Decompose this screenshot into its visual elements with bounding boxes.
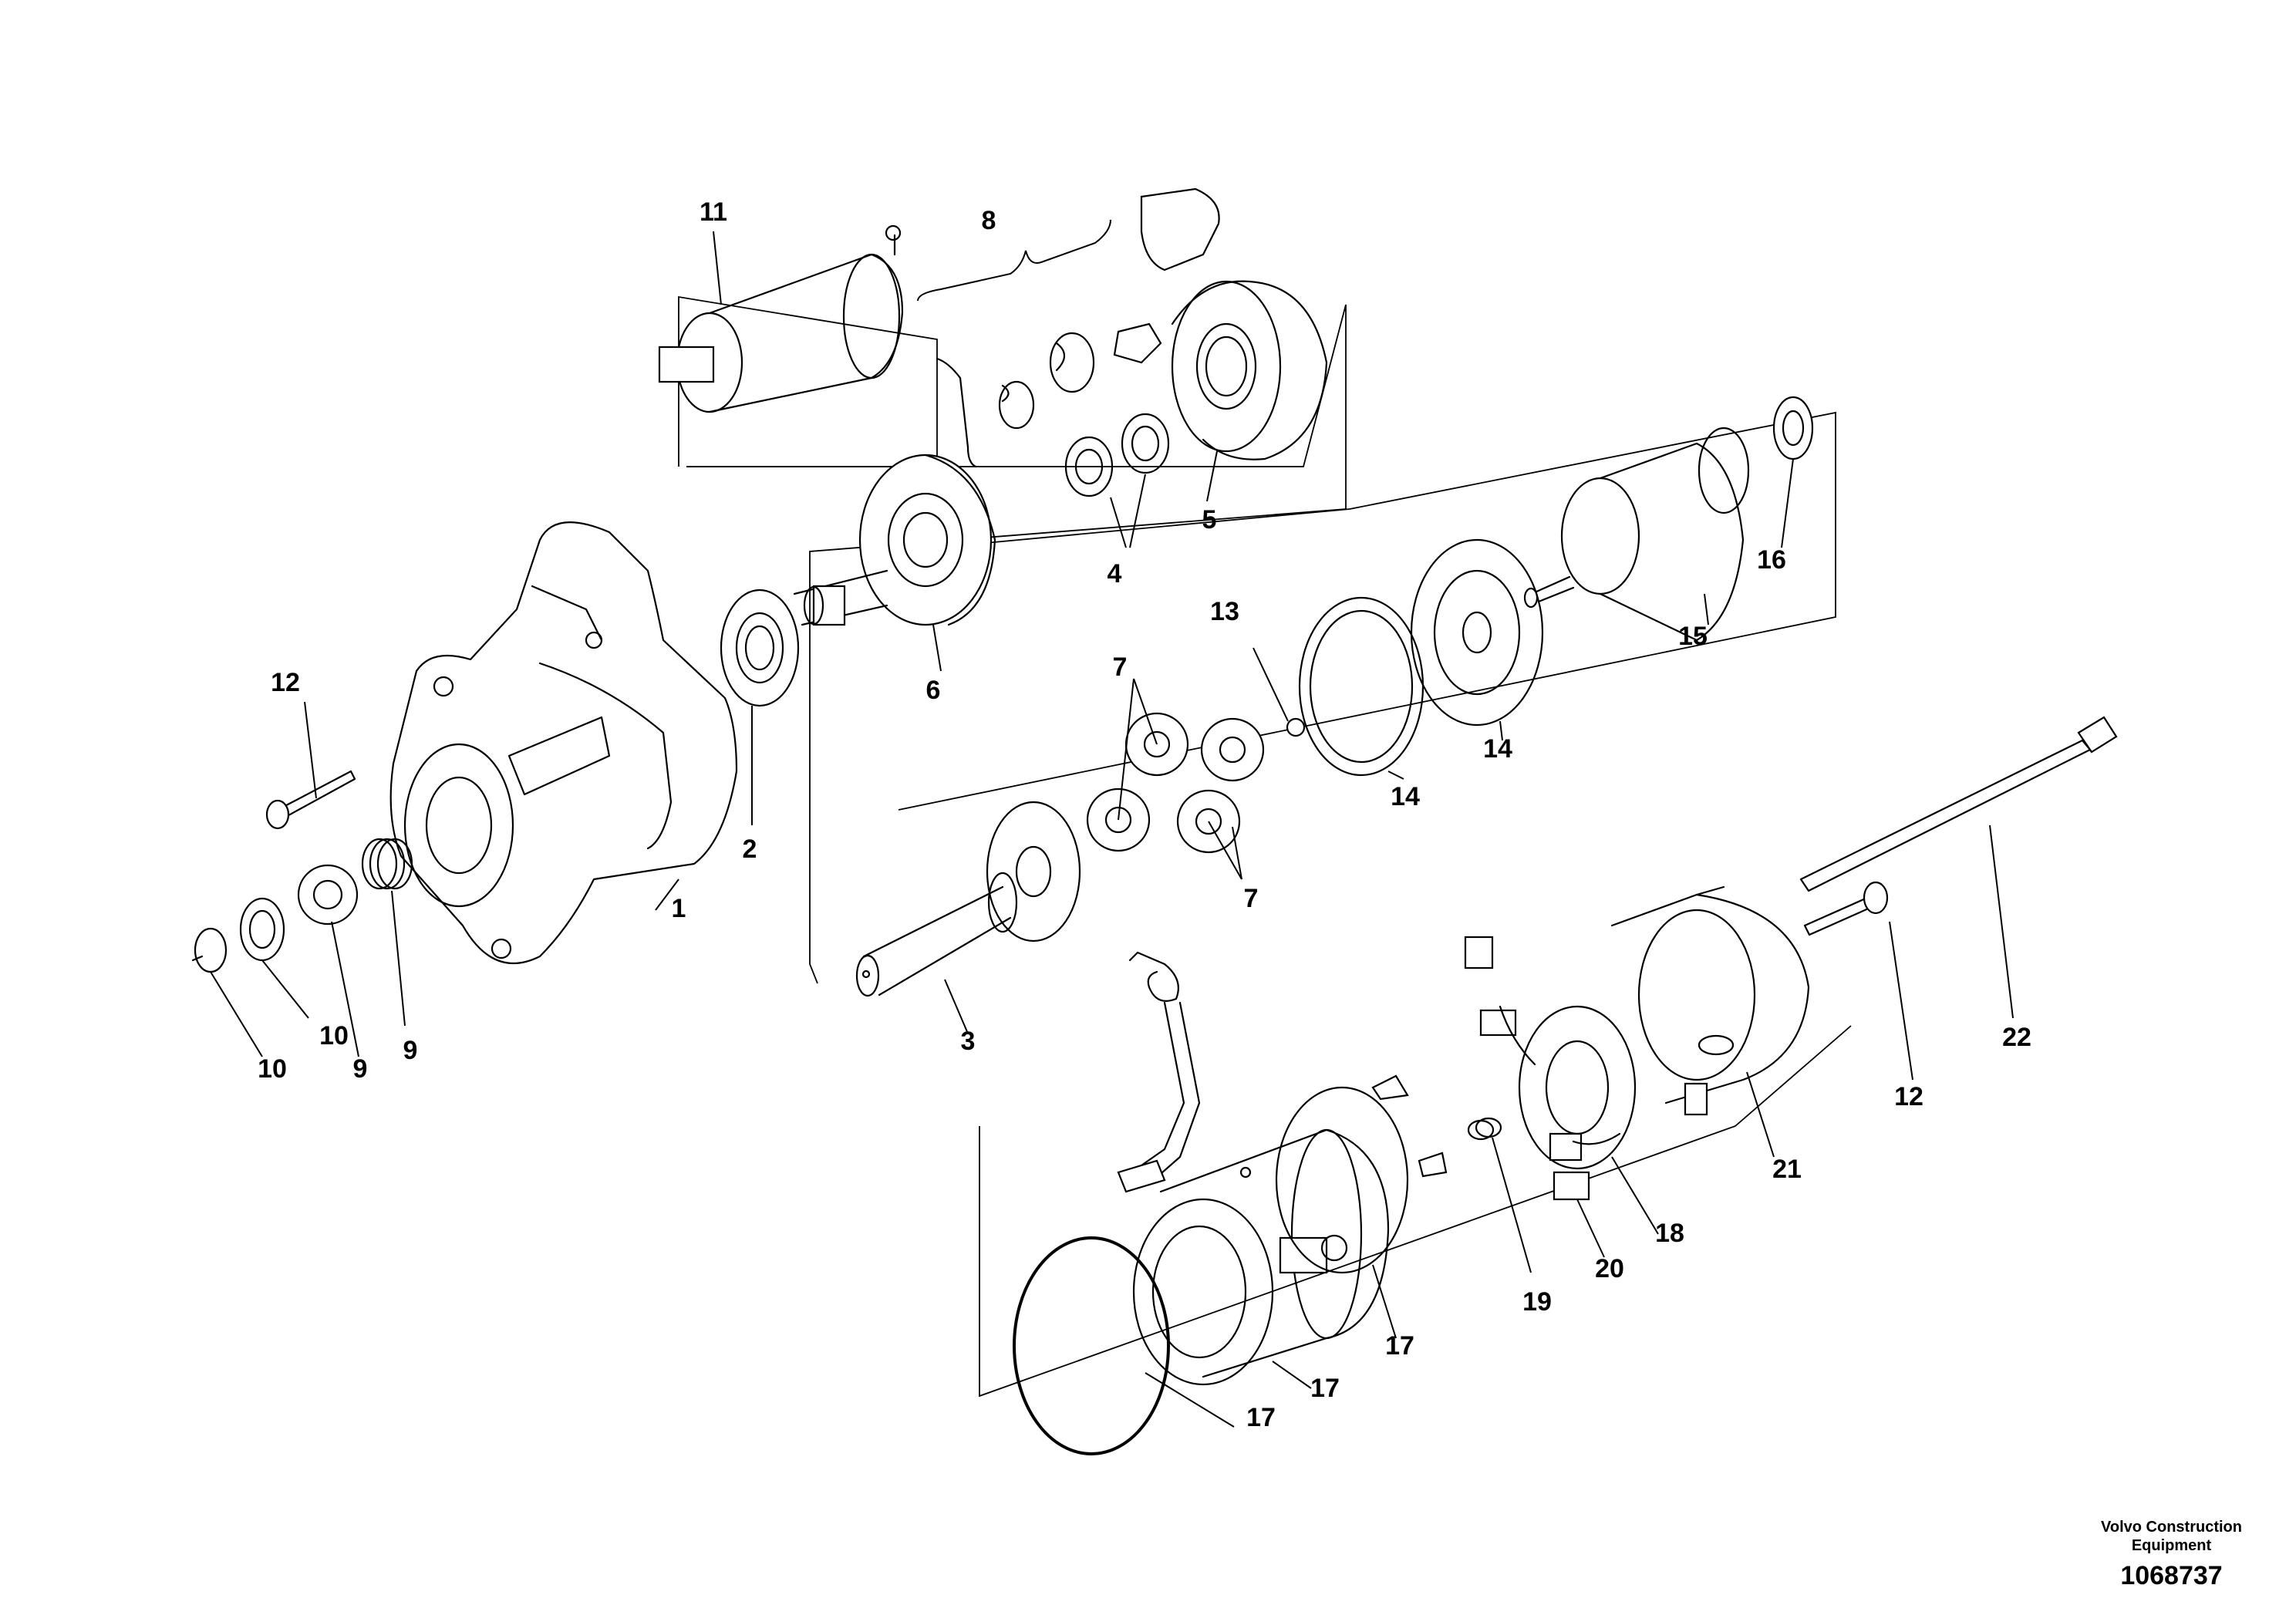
solenoid-part-11 (658, 224, 904, 413)
lever-spring-set-part-8 (917, 187, 1220, 468)
callout-17-small-ring: 17 (1385, 1331, 1414, 1361)
callout-17-yoke: 17 (1310, 1374, 1340, 1403)
drawing-caption: Volvo Construction Equipment 1068737 (2101, 1518, 2242, 1591)
o-ring-part-17-small (1275, 1086, 1409, 1274)
callout-22: 22 (2002, 1023, 2031, 1052)
callout-6: 6 (926, 676, 941, 705)
callout-14-left: 14 (1391, 782, 1420, 811)
group-outlines (678, 295, 1852, 1398)
through-bolt-part-22 (1799, 716, 2118, 892)
internal-gear-part-14 (1298, 596, 1424, 777)
callout-2: 2 (743, 835, 757, 864)
callout-5: 5 (1202, 505, 1217, 534)
brush-part-20 (1553, 1171, 1590, 1201)
callout-12-left: 12 (271, 668, 300, 697)
brand-line-1: Volvo Construction (2101, 1519, 2242, 1536)
lead-wire-part-17 (1117, 951, 1448, 1193)
callout-19: 19 (1522, 1287, 1552, 1317)
pinion-gear-part-9 (297, 864, 359, 926)
callout-9-right: 9 (403, 1036, 418, 1065)
callout-3: 3 (961, 1027, 976, 1056)
brush-holder-part-18 (1464, 936, 1637, 1170)
brand-line-2: Equipment (2131, 1537, 2212, 1554)
callout-7-bottom: 7 (1244, 884, 1259, 913)
callout-1: 1 (672, 894, 686, 923)
callout-14-right: 14 (1483, 734, 1512, 764)
callout-13: 13 (1210, 597, 1239, 626)
yoke-part-17 (1132, 1128, 1390, 1386)
callout-21: 21 (1772, 1155, 1802, 1184)
planetary-gears-part-7 (1086, 712, 1265, 854)
washers-part-4 (1064, 413, 1170, 497)
collar-part-10 (239, 897, 285, 962)
brush-spring-part-19 (1467, 1117, 1502, 1141)
callout-17-large-ring: 17 (1246, 1403, 1276, 1432)
callout-15: 15 (1678, 622, 1708, 651)
bolt-part-12-right (1803, 881, 1889, 936)
snap-ring-part-10 (191, 927, 228, 973)
drawing-number: 1068737 (2120, 1561, 2223, 1590)
armature-part-15 (1523, 427, 1750, 642)
steel-ball-part-13 (1286, 717, 1306, 737)
output-shaft-part-6 (793, 454, 996, 626)
bolt-part-12-left (265, 770, 356, 830)
end-frame-part-21 (1610, 885, 1810, 1116)
callout-10-left: 10 (258, 1054, 287, 1084)
callout-4: 4 (1108, 559, 1122, 588)
callout-7-top: 7 (1113, 653, 1128, 682)
bearing-part-16 (1772, 396, 1814, 460)
callout-labels: 1 2 3 4 5 6 7 7 8 9 9 10 10 11 12 12 13 … (258, 197, 2031, 1432)
callout-18: 18 (1655, 1219, 1684, 1248)
planet-carrier-shaft-part-3 (855, 801, 1081, 997)
callout-9-left: 9 (353, 1054, 368, 1084)
plate-part-14 (1410, 538, 1544, 727)
callout-10-right: 10 (319, 1021, 349, 1050)
drive-housing-part-1 (389, 521, 738, 964)
cover-part-5 (1171, 280, 1328, 460)
callout-16: 16 (1757, 545, 1786, 575)
pinion-spring-part-9 (361, 838, 413, 890)
callout-11: 11 (700, 197, 727, 227)
o-ring-part-17-large (1013, 1236, 1170, 1455)
callout-20: 20 (1595, 1254, 1624, 1283)
callout-12-right: 12 (1894, 1082, 1923, 1111)
bearing-part-2 (720, 588, 800, 707)
callout-8: 8 (982, 206, 996, 235)
leader-lines (210, 231, 2014, 1428)
